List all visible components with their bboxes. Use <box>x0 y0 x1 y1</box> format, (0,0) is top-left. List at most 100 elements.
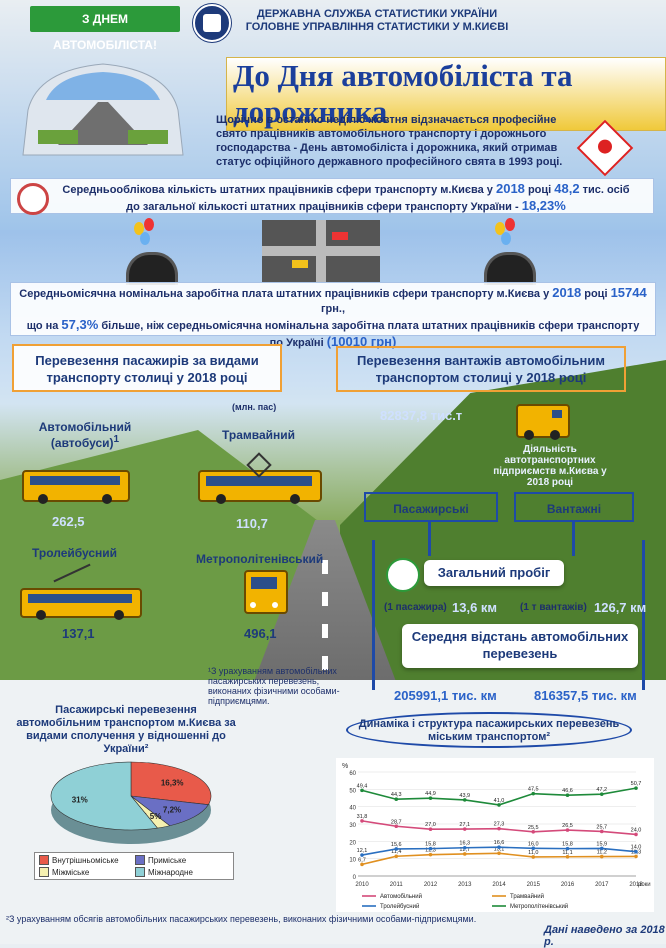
y-tick-label: 60 <box>349 771 356 777</box>
series-point <box>565 846 570 851</box>
data-label: 27,0 <box>425 822 436 828</box>
avg-distance-title: Середня відстань автомобільних перевезен… <box>402 624 638 668</box>
series-point <box>497 851 501 856</box>
data-label: 15,6 <box>391 842 402 848</box>
data-label: 24,0 <box>631 827 642 833</box>
data-label: 12,1 <box>357 848 368 854</box>
pie-legend-item: Міжнародне <box>135 867 229 877</box>
activity-label: Діяльність автотранспортних підприємств … <box>493 444 607 488</box>
footnote-2: ²З урахуванням обсягів автомобільних пас… <box>6 914 477 924</box>
data-label: 50,7 <box>631 781 642 787</box>
series-point <box>394 847 399 851</box>
car-illustration <box>18 50 188 170</box>
pie-slice <box>129 795 209 827</box>
series-point <box>394 824 399 829</box>
footnote-1: ¹З урахуванням автомобільних пасажирськи… <box>208 666 340 706</box>
series-point <box>531 830 536 834</box>
y-tick-label: 30 <box>349 823 356 829</box>
legend-swatch <box>135 867 145 877</box>
data-label: 12,3 <box>425 848 436 854</box>
arrow-left-long <box>372 540 375 690</box>
series-point <box>565 793 570 798</box>
salary-ukraine: (10010 грн) <box>326 334 397 349</box>
truck-icon <box>516 404 570 440</box>
series-point <box>599 846 604 851</box>
y-tick-label: 10 <box>349 858 356 864</box>
data-label: 16,6 <box>494 840 505 846</box>
data-label: 11,0 <box>528 850 538 856</box>
workers-share: 18,23% <box>521 198 566 213</box>
tram-label: Трамвайний <box>222 428 296 442</box>
pie-title: Пасажирські перевезення автомобільним тр… <box>16 704 236 755</box>
series-point <box>360 853 364 857</box>
pie-legend-item: Приміське <box>135 855 229 865</box>
legend-label: Автомобільний <box>380 893 422 900</box>
data-label: 41,0 <box>494 798 505 804</box>
series-point <box>394 797 399 802</box>
steering-wheel-icon <box>17 183 49 215</box>
salary-year: 2018 <box>552 285 582 300</box>
series-point <box>428 827 433 831</box>
data-label: 11,4 <box>391 849 401 855</box>
data-label: 15,8 <box>562 842 573 848</box>
series-point <box>565 828 570 832</box>
series-point <box>394 854 399 859</box>
y-axis-label: % <box>342 763 348 770</box>
series-point <box>599 854 604 859</box>
data-label: 43,9 <box>459 793 470 799</box>
data-label: 16,3 <box>459 841 470 847</box>
series-point <box>565 854 570 859</box>
data-label: 28,7 <box>391 819 402 825</box>
x-unit-label: роки <box>638 882 651 888</box>
per-ton-label: (1 т вантажів) <box>520 602 587 613</box>
pie-legend-item: Міжміське <box>39 867 133 877</box>
data-label: 13,1 <box>494 846 505 852</box>
data-label: 25,5 <box>528 825 539 831</box>
cargo-heading: Перевезення вантажів автомобільним транс… <box>336 346 626 392</box>
trolley-value: 137,1 <box>62 626 95 641</box>
series-point <box>634 832 638 837</box>
speedometer-icon <box>386 558 420 592</box>
pie-slice <box>50 761 158 831</box>
cargo-value: 82837,8 тис.т <box>380 408 463 423</box>
data-label: 14,0 <box>631 845 642 851</box>
salary-percent: 57,3% <box>61 317 99 332</box>
legend-swatch <box>135 855 145 865</box>
data-label: 15,9 <box>596 841 607 847</box>
x-tick-label: 2012 <box>424 882 438 888</box>
y-tick-label: 20 <box>349 840 356 846</box>
data-year-note: Дані наведено за 2018 р. <box>544 924 665 948</box>
intersection-image <box>262 220 380 282</box>
data-label: 12,7 <box>459 847 470 853</box>
y-tick-label: 0 <box>353 875 357 881</box>
passengers-heading: Перевезення пасажирів за видами транспор… <box>12 344 282 392</box>
legend-label: Тролейбусний <box>380 903 419 910</box>
trolleybus-icon <box>20 563 142 620</box>
series-point <box>497 826 501 831</box>
passenger-km: 205991,1 тис. км <box>394 688 497 703</box>
series-point <box>634 786 638 790</box>
trolley-label: Тролейбусний <box>32 546 118 560</box>
workers-year: 2018 <box>495 181 525 196</box>
series-point <box>531 791 536 796</box>
tire-left-icon <box>126 252 178 285</box>
org-line-2: ГОЛОВНЕ УПРАВЛІННЯ СТАТИСТИКИ У М.КИЄВІ <box>245 21 509 33</box>
data-label: 6,7 <box>358 857 366 863</box>
tram-icon <box>198 452 322 504</box>
bus-icon <box>22 470 130 504</box>
statistics-logo-icon <box>193 4 231 42</box>
pie-label: 1,5% <box>143 812 161 821</box>
data-label: 31,8 <box>357 814 368 820</box>
series-point <box>531 855 536 859</box>
data-label: 46,6 <box>562 788 573 794</box>
workers-stat-box: Середньооблікова кількість штатних праці… <box>10 178 654 215</box>
tram-value: 110,7 <box>236 516 268 531</box>
x-tick-label: 2013 <box>458 882 472 888</box>
series-point <box>462 827 467 831</box>
pie-label: 31% <box>72 796 88 805</box>
series-point <box>462 845 467 850</box>
auto-label: Автомобільний (автобуси)1 <box>38 420 132 450</box>
series-point <box>634 849 638 854</box>
